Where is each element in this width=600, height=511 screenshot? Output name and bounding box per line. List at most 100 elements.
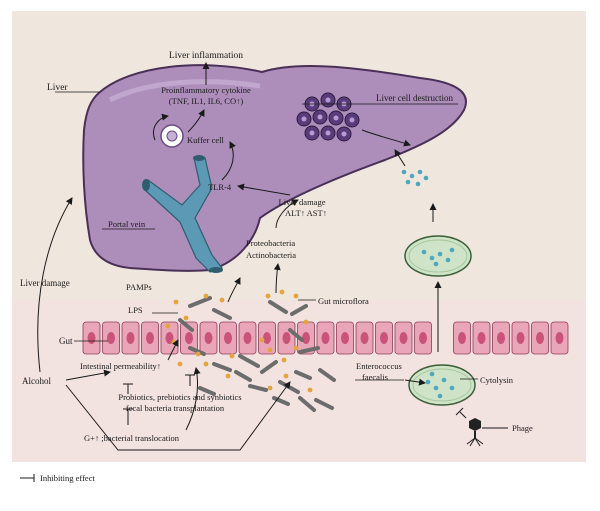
destroyed-liver-cell-core [309, 130, 315, 136]
pamp-dot [293, 293, 299, 299]
arrow-pamps-up [227, 277, 241, 303]
arrow-kuffer-to-cytokine [187, 109, 205, 133]
bacterium [314, 398, 334, 410]
pamp-dot [203, 293, 209, 299]
bacterium [178, 318, 194, 332]
pamp-dot [165, 323, 171, 329]
arrows [37, 62, 442, 451]
label-liver-cell-destruction: Liver cell destruction [376, 93, 453, 103]
arrow-alcohol-translocation [65, 381, 291, 451]
gut-bacteria [178, 296, 336, 412]
label-alcohol: Alcohol [22, 376, 51, 386]
label-tlr4: TLR-4 [208, 182, 232, 192]
gut-cell-nucleus [360, 332, 369, 344]
label-translocation: G+↑ ;bacterial translocation [84, 433, 180, 443]
pamp-dot [183, 315, 189, 321]
label-cytokine-1: Proinflammatory cytokine [161, 85, 251, 95]
phage-icon [466, 418, 484, 447]
toxin-dot [401, 169, 407, 175]
gut-cell-nucleus [497, 332, 505, 344]
arrow-translocation-to-gut [185, 367, 201, 431]
gut-cell-nucleus [419, 332, 427, 344]
gut-cell-nucleus [165, 332, 174, 344]
bacterium [238, 354, 260, 368]
bacterium [318, 368, 336, 382]
toxin-dot [423, 175, 429, 181]
label-gut: Gut [59, 336, 73, 346]
label-intestinal-permeability: Intestinal permeability↑ [80, 361, 161, 371]
bacterium [198, 386, 216, 396]
label-enterococcus-2: faecalis [362, 372, 388, 382]
toxin-dot [409, 173, 415, 179]
pamp-dot [303, 319, 309, 325]
gut-cell-nucleus [555, 332, 564, 344]
gut-cell-nucleus [263, 332, 271, 344]
gut-cell-nucleus [282, 332, 291, 344]
pamp-dot [195, 351, 201, 357]
liver-highlight [108, 79, 261, 103]
gut-cell-nucleus [87, 332, 96, 344]
bacterium [212, 362, 232, 372]
label-phage: Phage [512, 423, 533, 433]
bacterium [272, 396, 290, 406]
bacterium [188, 346, 206, 356]
label-enterococcus-1: Enterococcus [356, 361, 402, 371]
gut-cell-nucleus [341, 332, 349, 344]
label-probiotics-2: fecal bacteria transplantation [126, 403, 225, 413]
toxin-dot [415, 181, 421, 187]
pamp-dot [307, 387, 313, 393]
arrow-dots-to-destruction [394, 149, 406, 167]
gut-cell-nucleus [107, 332, 115, 344]
toxin-dot [405, 179, 411, 185]
toxin-dot [425, 379, 431, 385]
toxin-dot [433, 385, 439, 391]
gut-cell-nucleus [302, 332, 310, 344]
pamp-dot [279, 289, 285, 295]
destroyed-liver-cell-core [301, 116, 307, 122]
gut-cell-nucleus [185, 332, 193, 344]
arrow-damage-to-tlr4 [237, 183, 291, 196]
pamp-dot [267, 385, 273, 391]
label-probiotics-1: Probiotics, prebiotics and synbiotics [118, 392, 241, 402]
label-cytolysin: Cytolysin [480, 375, 514, 385]
label-gut-microflora: Gut microflora [318, 296, 369, 306]
teal-dots [401, 169, 455, 399]
label-portal-vein: Portal vein [108, 219, 146, 229]
enterococcus-lower [408, 364, 476, 406]
label-liver-damage-right-2: ALT↑ AST↑ [285, 208, 327, 218]
toxin-dot [449, 385, 455, 391]
bacterium [188, 296, 212, 308]
gut-cell-nucleus [399, 332, 408, 344]
toxin-dot [445, 257, 451, 263]
bacterium [268, 300, 288, 314]
gut-cell-nucleus [536, 332, 544, 344]
gut-cell-nucleus [321, 332, 330, 344]
legend: Inhibiting effect [20, 473, 95, 483]
label-liver-inflammation: Liver inflammation [169, 50, 243, 61]
label-liver-damage-left: Liver damage [20, 278, 70, 288]
pamp-dot [265, 293, 271, 299]
arrow-alcohol-permeability [65, 369, 111, 381]
bacterium [248, 384, 268, 392]
inhibition-lines [123, 374, 508, 429]
label-actinobacteria: Actinobacteria [246, 250, 296, 260]
arrow-permeability-to-gut [167, 339, 179, 361]
destroyed-liver-cells [296, 92, 360, 142]
pamp-dot [219, 297, 225, 303]
toxin-dot [437, 251, 443, 257]
gut-cell-nucleus [243, 332, 252, 344]
destroyed-liver-cell-core [317, 114, 323, 120]
gut-cell-nucleus [458, 332, 466, 344]
arrow-to-cell-destruction [361, 129, 411, 147]
toxin-dot [433, 261, 439, 267]
legend-inhibiting-effect: Inhibiting effect [40, 473, 95, 483]
gut-cell-nucleus [224, 332, 232, 344]
bacterium [212, 308, 232, 320]
label-liver: Liver [47, 83, 68, 93]
label-proteobacteria: Proteobacteria [246, 238, 295, 248]
pamp-dot [293, 345, 299, 351]
pamp-dot [225, 373, 231, 379]
label-pamps: PAMPs [126, 282, 152, 292]
